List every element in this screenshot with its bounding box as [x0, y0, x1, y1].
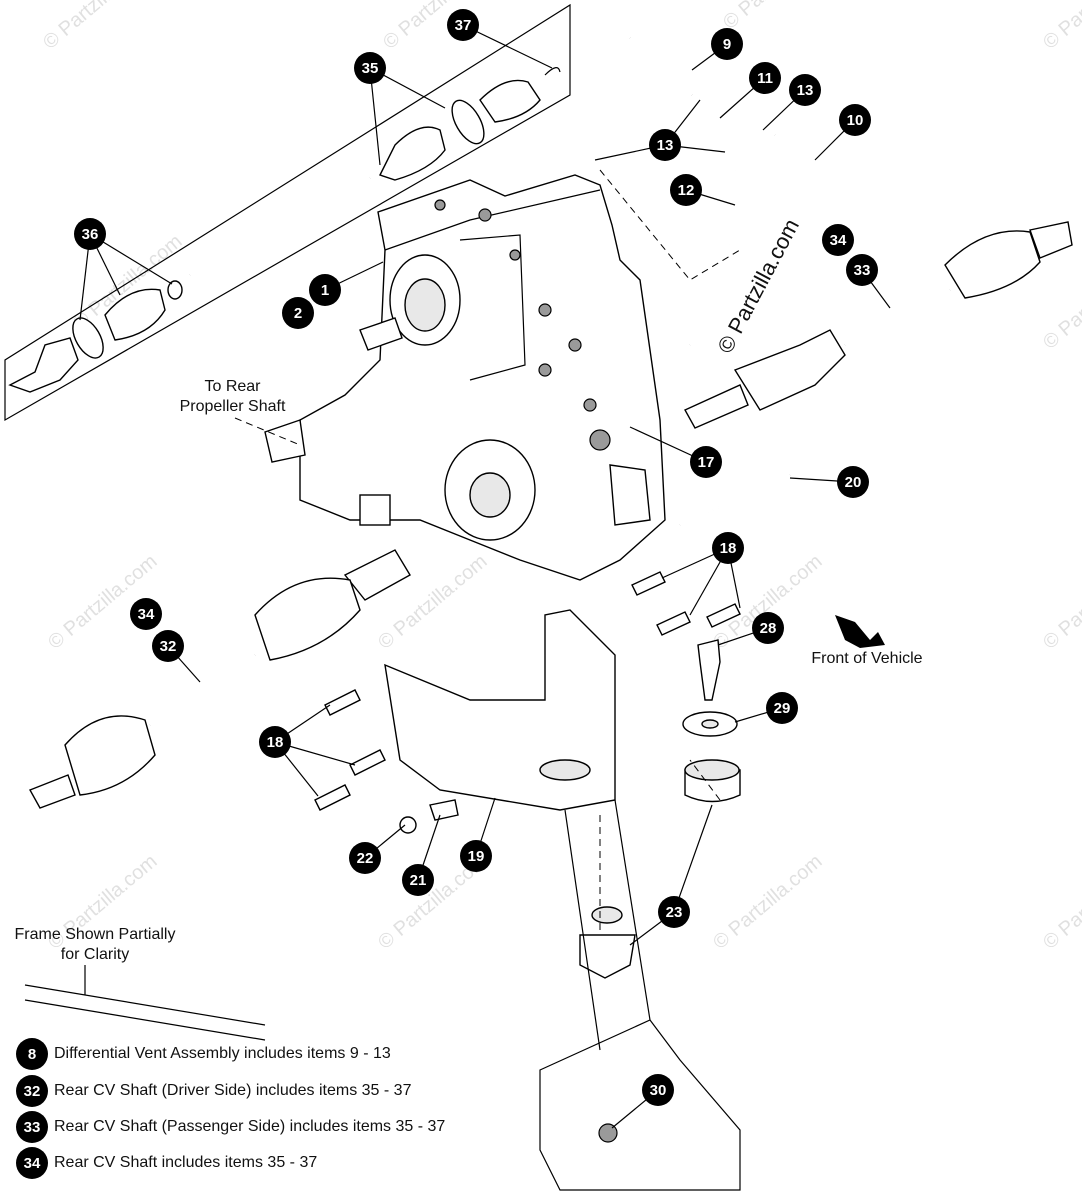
callout-37: 37	[447, 9, 479, 41]
callout-32: 32	[152, 630, 184, 662]
legend-number: 8	[16, 1038, 48, 1070]
callout-32-label: 32	[160, 638, 177, 655]
callout-11-label: 11	[757, 70, 773, 87]
mount-and-frame	[24, 609, 741, 1191]
callout-19-label: 19	[468, 848, 485, 865]
callout-13-label: 13	[657, 137, 674, 154]
callout-37-label: 37	[455, 17, 472, 34]
callout-33-label: 33	[854, 262, 871, 279]
callout-10: 10	[839, 104, 871, 136]
callout-12-label: 12	[678, 182, 695, 199]
watermark: © Partzilla.com	[709, 850, 826, 953]
front-of-vehicle-label: Front of Vehicle	[811, 650, 923, 667]
callout-20-label: 20	[845, 474, 862, 491]
callout-18: 18	[259, 726, 291, 758]
callout-13: 13	[789, 74, 821, 106]
legend-item: 34 Rear CV Shaft includes items 35 - 37	[16, 1147, 317, 1179]
callout-20: 20	[837, 466, 869, 498]
callout-11: 11	[749, 62, 781, 94]
callout-29-label: 29	[774, 700, 791, 717]
cv-shaft-exploded-view	[4, 3, 571, 422]
callout-21: 21	[402, 864, 434, 896]
callout-22-label: 22	[357, 850, 374, 867]
callout-1: 1	[309, 274, 341, 306]
bolts	[314, 474, 791, 811]
frame-note-label: Frame Shown Partially for Clarity	[5, 925, 185, 965]
callout-35: 35	[354, 52, 386, 84]
legend-text: Rear CV Shaft (Passenger Side) includes …	[54, 1118, 446, 1135]
callout-21-label: 21	[410, 872, 427, 889]
legend-item: 33 Rear CV Shaft (Passenger Side) includ…	[16, 1111, 445, 1143]
callout-34: 34	[822, 224, 854, 256]
callout-17-label: 17	[698, 454, 715, 471]
callout-33: 33	[846, 254, 878, 286]
legend-text: Rear CV Shaft (Driver Side) includes ite…	[54, 1082, 412, 1099]
brand-watermark-badge: © Partzilla.com	[712, 215, 804, 358]
watermark: © Partzilla.com	[1039, 550, 1082, 653]
to-rear-propeller-label: To Rear Propeller Shaft	[160, 377, 305, 417]
watermark: © Partzilla.com	[1039, 850, 1082, 953]
rear-cv-shaft-driver	[29, 549, 411, 809]
callout-22: 22	[349, 842, 381, 874]
to-rear-line2: Propeller Shaft	[179, 398, 286, 415]
callout-19: 19	[460, 840, 492, 872]
frame-note-line2: for Clarity	[60, 946, 130, 963]
callout-23: 23	[658, 896, 690, 928]
callout-28-label: 28	[760, 620, 777, 637]
callout-34-label: 34	[830, 232, 847, 249]
rear-cv-shaft-passenger	[684, 221, 1073, 429]
callout-17: 17	[690, 446, 722, 478]
callout-9: 9	[711, 28, 743, 60]
callout-30-label: 30	[650, 1082, 667, 1099]
callout-2-label: 2	[294, 305, 302, 322]
callout-28: 28	[752, 612, 784, 644]
legend-number: 33	[16, 1111, 48, 1143]
callout-12: 12	[670, 174, 702, 206]
callout-18: 18	[712, 532, 744, 564]
callout-29: 29	[766, 692, 798, 724]
frame-note-line1: Frame Shown Partially	[14, 926, 176, 943]
to-rear-line1: To Rear	[204, 378, 261, 395]
legend-number: 32	[16, 1075, 48, 1107]
callout-13-label: 13	[797, 82, 814, 99]
legend-text: Rear CV Shaft includes items 35 - 37	[54, 1154, 318, 1171]
watermark: © Partzilla.com	[1039, 250, 1082, 353]
transaxle-housing	[264, 174, 666, 581]
vent-assembly	[599, 36, 815, 348]
callout-1-label: 1	[321, 282, 329, 299]
callout-10-label: 10	[847, 112, 864, 129]
callout-2: 2	[282, 297, 314, 329]
callout-35-label: 35	[362, 60, 379, 77]
callout-34-label: 34	[138, 606, 155, 623]
callout-18-label: 18	[720, 540, 737, 557]
callout-23-label: 23	[666, 904, 683, 921]
legend-item: 8 Differential Vent Assembly includes it…	[16, 1038, 391, 1070]
legend-text: Differential Vent Assembly includes item…	[54, 1045, 391, 1062]
callout-9-label: 9	[723, 36, 731, 53]
callout-30: 30	[642, 1074, 674, 1106]
callout-13: 13	[649, 129, 681, 161]
legend-number: 34	[16, 1147, 48, 1179]
legend-item: 32 Rear CV Shaft (Driver Side) includes …	[16, 1075, 411, 1107]
callout-36-label: 36	[82, 226, 99, 243]
callout-36: 36	[74, 218, 106, 250]
watermark: © Partzilla.com	[39, 0, 156, 54]
watermark: © Partzilla.com	[1039, 0, 1082, 54]
callout-34: 34	[130, 598, 162, 630]
callout-18-label: 18	[267, 734, 284, 751]
watermark: © Partzilla.com	[719, 0, 836, 34]
front-arrow-icon	[835, 615, 885, 648]
